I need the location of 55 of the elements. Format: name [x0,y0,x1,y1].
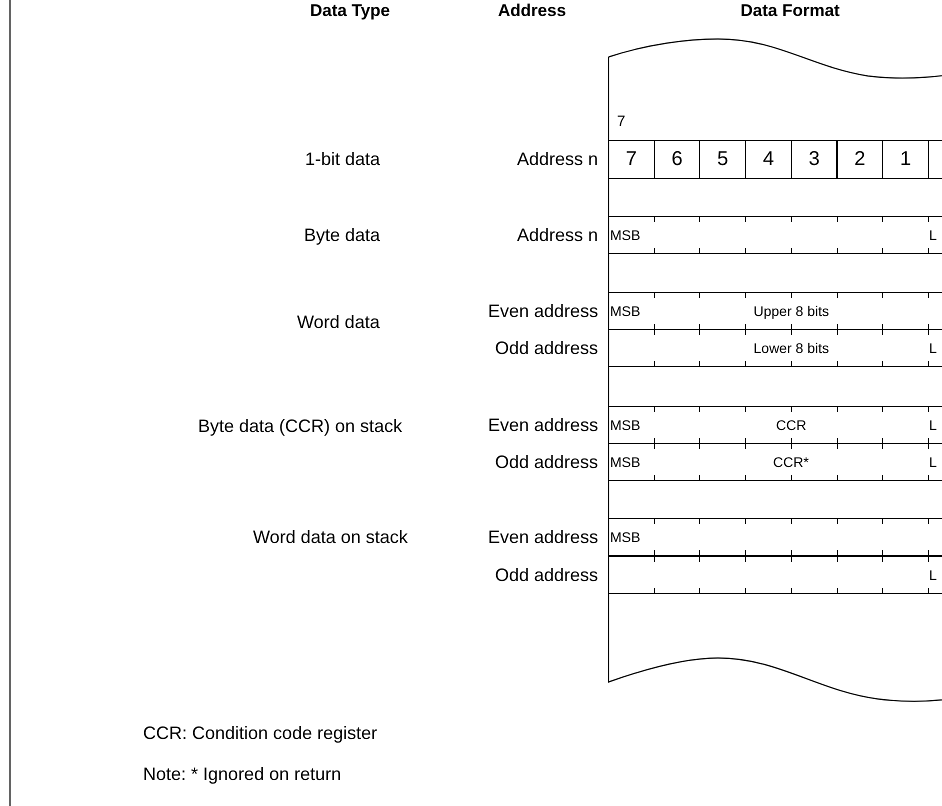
address-label: Even address [488,414,598,436]
address-label: Odd address [495,451,598,473]
memory-row [608,216,942,254]
bit-number: 3 [808,148,821,171]
bit-cell [882,140,929,179]
bit-number: 5 [716,148,730,171]
memory-row [608,443,942,481]
address-label: Odd address [495,337,598,359]
msb-label: MSB [610,417,640,433]
bit-cell [699,140,746,179]
bit-number: 7 [624,148,638,171]
lsb-label: L [929,417,937,433]
bit-field-label: Lower 8 bits [754,340,829,356]
column-heading: Data Type [310,0,390,22]
bit-cell [608,140,655,179]
bit-field-label: CCR [776,417,806,433]
bit-cell [790,140,838,179]
data-type-label: Word data on stack [253,526,408,548]
address-label: Odd address [495,564,598,586]
msb-label: MSB [610,303,640,319]
data-type-label: Byte data [304,224,380,246]
bit-number: 7 [617,112,626,132]
bit-field-label: Upper 8 bits [754,303,829,319]
footnote: Note: * Ignored on return [143,763,342,785]
msb-label: MSB [610,454,640,470]
msb-label: MSB [610,529,640,545]
msb-label: MSB [610,227,640,243]
bit-number: 6 [670,148,684,171]
bit-cell [745,140,792,179]
bit-cell [836,140,884,179]
memory-row [608,329,942,367]
lsb-label: L [929,340,937,356]
bit-number: 4 [762,148,775,171]
address-label: Even address [488,526,598,548]
memory-row [608,556,942,594]
lsb-label: L [929,454,937,470]
bit-number: 1 [898,148,912,171]
lsb-label: L [929,567,937,583]
column-heading: Data Format [740,0,840,22]
legend-note: CCR: Condition code register [143,722,378,744]
address-label: Even address [488,300,598,322]
address-label: Address n [517,224,598,246]
lsb-label: L [929,227,937,243]
memory-row [608,406,942,444]
bit-cell [928,140,942,179]
data-type-label: Byte data (CCR) on stack [198,415,402,437]
data-type-label: 1-bit data [305,148,380,170]
bit-cell [654,140,700,179]
data-type-label: Word data [297,311,380,333]
bit-number: 2 [853,148,866,171]
address-label: Address n [517,148,598,170]
memory-row [608,518,942,556]
bit-field-label: CCR* [773,454,809,470]
column-heading: Address [498,0,566,22]
memory-row [608,292,942,330]
